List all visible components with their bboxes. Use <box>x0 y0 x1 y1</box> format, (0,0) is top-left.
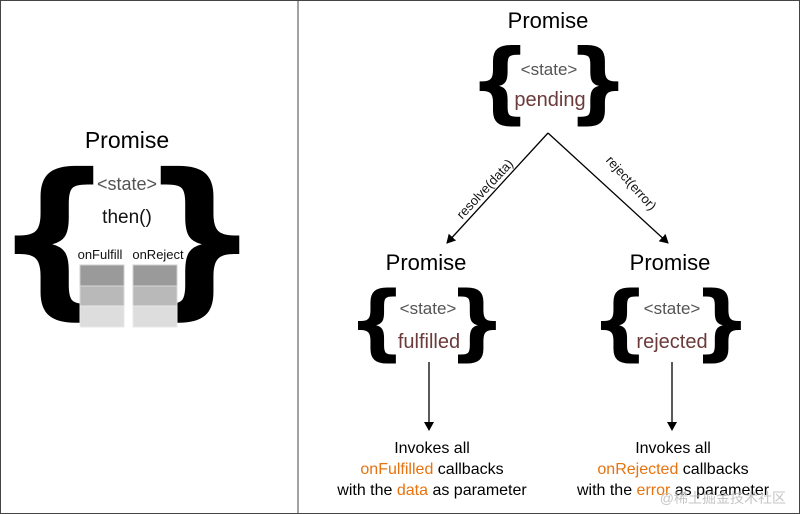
rejected-description: Invokes all onRejected callbacks with th… <box>576 440 770 499</box>
rejected-desc-line3: with the error as parameter <box>576 482 770 499</box>
fulfilled-desc-line2: onFulfilled callbacks <box>360 461 503 478</box>
left-state-tag: <state> <box>97 174 157 194</box>
fulfilled-description: Invokes all onFulfilled callbacks with t… <box>336 440 527 499</box>
callback-slot <box>132 264 178 287</box>
on-fulfill-stack <box>79 264 125 328</box>
pending-state-tag: <state> <box>521 60 578 79</box>
fulfilled-desc-line3-post: as parameter <box>428 482 527 499</box>
fulfilled-open-brace-icon: { <box>348 275 406 370</box>
fulfilled-state-value: fulfilled <box>398 331 460 353</box>
rejected-open-brace-icon: { <box>591 275 649 370</box>
fulfilled-close-brace-icon: } <box>448 275 506 370</box>
rejected-close-brace-icon: } <box>693 275 751 370</box>
callback-slot <box>132 305 178 328</box>
on-fulfill-label: onFulfill <box>78 247 123 262</box>
callback-slot <box>79 264 125 287</box>
rejected-desc-line1: Invokes all <box>635 440 711 457</box>
data-highlight: data <box>397 482 428 499</box>
fulfilled-desc-line1: Invokes all <box>394 440 470 457</box>
left-promise-structure: Promise { } <state> then() onFulfill onR… <box>0 127 261 336</box>
callback-slot <box>79 285 125 307</box>
pending-close-brace-icon: } <box>567 30 630 133</box>
left-promise-title: Promise <box>85 127 169 153</box>
rejected-promise-title: Promise <box>630 250 711 275</box>
rejected-state-value: rejected <box>636 331 707 353</box>
error-highlight: error <box>637 482 671 499</box>
rejected-node: Promise { } <state> rejected <box>591 250 751 370</box>
fulfilled-desc-line2-rest: callbacks <box>433 461 503 478</box>
on-fulfilled-highlight: onFulfilled <box>360 461 433 478</box>
pending-promise-title: Promise <box>508 8 589 33</box>
pending-state-value: pending <box>514 89 585 111</box>
on-reject-label: onReject <box>132 247 184 262</box>
rejected-desc-line2: onRejected callbacks <box>597 461 748 478</box>
reject-arrow <box>547 132 669 244</box>
callback-slot <box>132 285 178 307</box>
fulfilled-state-tag: <state> <box>400 299 457 318</box>
rejected-state-tag: <state> <box>644 299 701 318</box>
resolve-arrow <box>446 132 549 244</box>
fulfilled-desc-line3-pre: with the <box>336 482 397 499</box>
on-reject-stack <box>132 264 178 328</box>
callback-slot <box>79 305 125 328</box>
watermark-text: @稀土掘金技术社区 <box>660 490 786 506</box>
fulfilled-desc-line3: with the data as parameter <box>336 482 527 499</box>
pending-node: Promise { } <state> pending <box>469 8 630 133</box>
rejected-desc-line3-pre: with the <box>576 482 637 499</box>
rejected-desc-line3-post: as parameter <box>670 482 769 499</box>
fulfilled-promise-title: Promise <box>386 250 467 275</box>
fulfilled-node: Promise { } <state> fulfilled <box>348 250 506 370</box>
left-then-method: then() <box>102 207 152 228</box>
on-rejected-highlight: onRejected <box>597 461 678 478</box>
rejected-desc-line2-rest: callbacks <box>678 461 748 478</box>
pending-open-brace-icon: { <box>469 30 532 133</box>
